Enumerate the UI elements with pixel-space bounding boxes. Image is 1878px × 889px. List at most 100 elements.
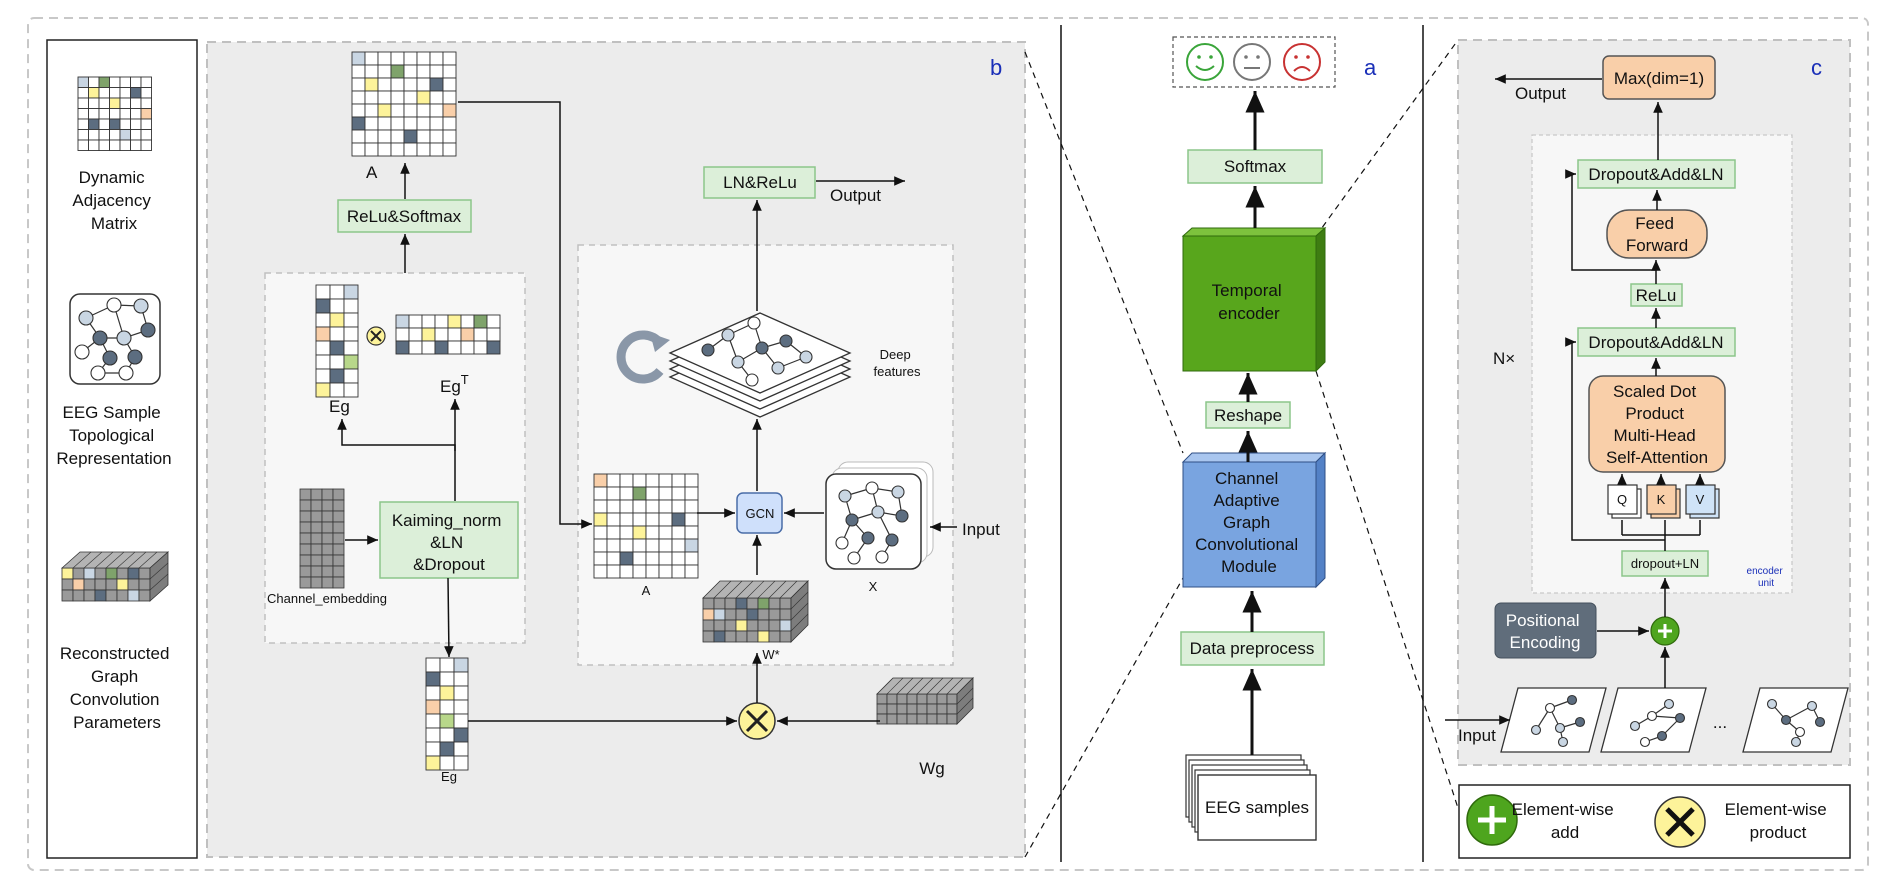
- cube-cell: [936, 703, 948, 715]
- matrix-cell: [315, 312, 331, 328]
- matrix-cell: [593, 538, 608, 553]
- cube-cell: [876, 693, 888, 705]
- seq-graph-node: [1780, 714, 1792, 726]
- matrix-cell: [315, 326, 331, 342]
- embedding-cell: [299, 554, 312, 567]
- deep-graph-node: [745, 373, 759, 387]
- matrix-cell: [98, 76, 110, 88]
- matrix-cell: [390, 103, 405, 118]
- cube-cell: [757, 630, 770, 643]
- matrix-cell: [632, 525, 647, 540]
- cube-cell: [896, 693, 908, 705]
- cube-cell-edge: [779, 580, 798, 599]
- cube-cell: [138, 567, 151, 580]
- panel-c-arrows: [1445, 74, 1705, 725]
- matrix-cell: [109, 108, 121, 120]
- cube-cell: [94, 567, 107, 580]
- embedding-cell: [310, 565, 323, 578]
- legend-dynamic-adjacency-label: Dynamic Adjacency Matrix: [72, 168, 155, 233]
- topology-node: [127, 349, 143, 365]
- matrix-cell: [315, 382, 331, 398]
- attention-box: [1588, 375, 1726, 473]
- matrix-cell: [434, 314, 449, 329]
- matrix-cell: [351, 116, 366, 131]
- matrix-cell: [439, 671, 455, 687]
- matrix-cell: [425, 671, 441, 687]
- matrix-cell: [408, 340, 423, 355]
- matrix-cell: [140, 87, 152, 99]
- input-c-label: Input: [1458, 726, 1496, 745]
- matrix-cell: [351, 77, 366, 92]
- positional-encoding-label: Positional Encoding: [1506, 611, 1584, 652]
- matrix-cell: [88, 129, 100, 141]
- x-graph-node: [838, 489, 852, 503]
- dropout-ln-label: dropout+LN: [1631, 556, 1699, 571]
- matrix-cell: [593, 499, 608, 514]
- cube-cell: [724, 630, 737, 643]
- cagcm-label: Channel Adaptive Graph Convolutional Mod…: [1195, 469, 1303, 576]
- cube-cell-edge: [906, 677, 924, 695]
- cube-cell: [936, 713, 948, 725]
- matrix-cell: [434, 340, 449, 355]
- seq-graph-node: [1554, 722, 1566, 734]
- matrix-cell: [408, 314, 423, 329]
- matrix-cell: [619, 473, 634, 488]
- matrix-cell: [671, 473, 686, 488]
- cube-cell: [105, 578, 118, 591]
- dropout-ln-box: [1621, 550, 1709, 577]
- outer-frame: [27, 17, 1869, 871]
- dropout-add-ln-top: [1577, 159, 1736, 189]
- element-wise-add-icon: [1466, 794, 1518, 846]
- panel-b-letter: b: [990, 55, 1002, 80]
- matrix-cell: [434, 327, 449, 342]
- seq-graph-node: [1574, 716, 1586, 728]
- embedding-cell: [310, 488, 323, 501]
- matrix-cell: [425, 657, 441, 673]
- matrix-cell: [140, 118, 152, 130]
- matrix-cell: [593, 564, 608, 579]
- matrix-cell: [439, 699, 455, 715]
- matrix-cell: [632, 473, 647, 488]
- matrix-cell: [442, 116, 457, 131]
- w-star-cube: [702, 580, 809, 643]
- matrix-cell: [486, 340, 501, 355]
- matrix-cell: [632, 564, 647, 579]
- legend-reconstructed-label: Reconstructed Graph Convolution Paramete…: [60, 644, 174, 732]
- positional-encoding-box: [1494, 602, 1597, 659]
- matrix-cell: [429, 64, 444, 79]
- cube-cell-edge: [896, 677, 914, 695]
- x-label: X: [869, 579, 878, 594]
- cube-cell: [946, 693, 958, 705]
- cube-cell: [72, 567, 85, 580]
- seq-graph-node: [1674, 712, 1686, 724]
- matrix-cell: [140, 76, 152, 88]
- seq-graph-node: [1806, 700, 1818, 712]
- matrix-cell: [421, 340, 436, 355]
- deep-graph-node: [747, 316, 761, 330]
- x-graph-node: [891, 485, 905, 499]
- matrix-cell: [88, 97, 100, 109]
- matrix-cell: [460, 314, 475, 329]
- matrix-cell: [377, 103, 392, 118]
- eg-bottom-label: Eg: [441, 769, 457, 784]
- eg-bottom-matrix: [425, 657, 469, 771]
- cube-cell: [116, 578, 129, 591]
- seq-graph-node: [1656, 730, 1668, 742]
- cube-cell: [72, 578, 85, 591]
- matrix-cell: [453, 657, 469, 673]
- matrix-cell: [315, 354, 331, 370]
- embedding-cell: [310, 554, 323, 567]
- cube-cell: [946, 713, 958, 725]
- cube-cell: [768, 608, 781, 621]
- x-graph-node: [835, 536, 849, 550]
- matrix-cell: [377, 90, 392, 105]
- matrix-cell: [77, 129, 89, 141]
- matrix-cell: [329, 284, 345, 300]
- cube-cell-edge: [916, 677, 934, 695]
- seq-graph-node: [1557, 736, 1569, 748]
- matrix-cell: [109, 87, 121, 99]
- element-wise-product-icon: [1654, 796, 1706, 848]
- embedding-cell: [299, 499, 312, 512]
- matrix-cell: [109, 76, 121, 88]
- matrix-cell: [351, 90, 366, 105]
